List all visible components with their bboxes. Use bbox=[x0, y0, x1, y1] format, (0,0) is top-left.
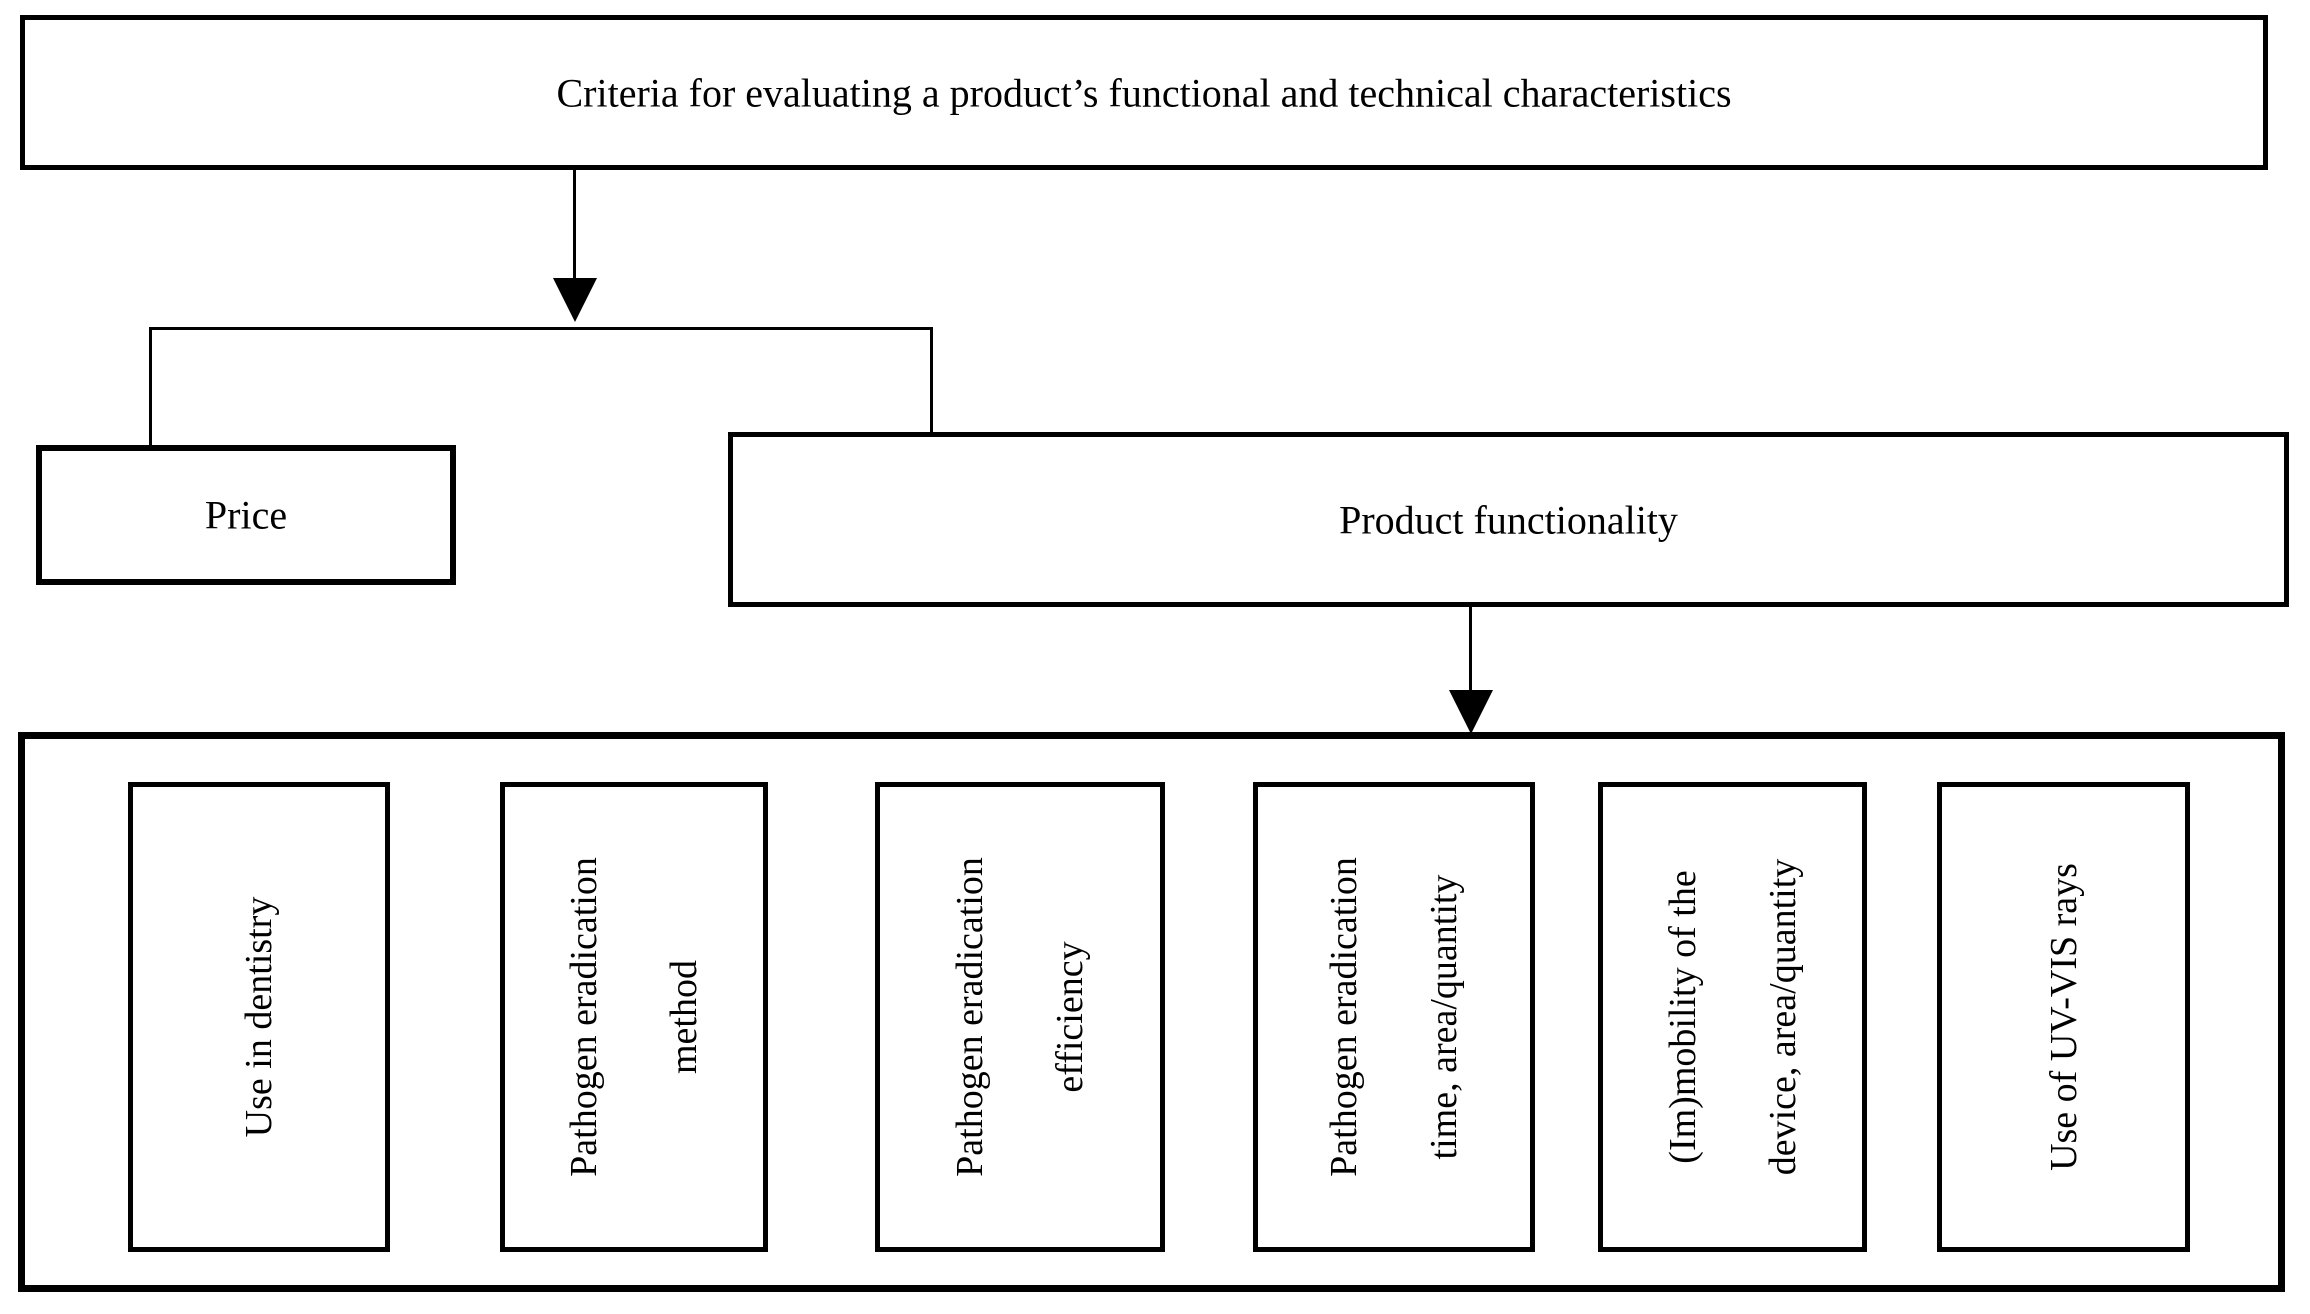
connector-drop-to-price bbox=[149, 327, 152, 447]
criterion-box-immobility-of-device: (Im)mobility of the device, area/quantit… bbox=[1598, 782, 1867, 1252]
product-functionality-label: Product functionality bbox=[1339, 497, 1678, 542]
connector-product-functionality-vertical-line bbox=[1469, 607, 1472, 695]
criterion-label: Use in dentistry bbox=[238, 896, 280, 1138]
criterion-label: Pathogen eradication method bbox=[563, 857, 705, 1177]
connector-drop-to-product-functionality bbox=[930, 327, 933, 434]
criterion-label: Pathogen eradication efficiency bbox=[949, 857, 1091, 1177]
criterion-box-pathogen-eradication-time: Pathogen eradication time, area/quantity bbox=[1253, 782, 1535, 1252]
root-criteria-label: Criteria for evaluating a product’s func… bbox=[556, 70, 1732, 115]
root-criteria-box: Criteria for evaluating a product’s func… bbox=[20, 15, 2268, 170]
criterion-box-pathogen-eradication-method: Pathogen eradication method bbox=[500, 782, 768, 1252]
product-functionality-box: Product functionality bbox=[728, 432, 2289, 607]
criterion-box-use-in-dentistry: Use in dentistry bbox=[128, 782, 390, 1252]
down-arrow-icon bbox=[1449, 690, 1493, 734]
price-label: Price bbox=[204, 492, 288, 538]
criterion-box-use-of-uv-vis-rays: Use of UV-VIS rays bbox=[1937, 782, 2190, 1252]
criterion-label: (Im)mobility of the device, area/quantit… bbox=[1661, 858, 1804, 1176]
criterion-label: Pathogen eradication time, area/quantity bbox=[1323, 857, 1465, 1177]
criterion-label: Use of UV-VIS rays bbox=[2042, 863, 2085, 1171]
price-box: Price bbox=[36, 445, 456, 585]
criterion-box-pathogen-eradication-efficiency: Pathogen eradication efficiency bbox=[875, 782, 1165, 1252]
down-arrow-icon bbox=[553, 278, 597, 322]
connector-root-vertical-line bbox=[573, 170, 576, 280]
connector-branch-horizontal-line bbox=[149, 327, 933, 330]
